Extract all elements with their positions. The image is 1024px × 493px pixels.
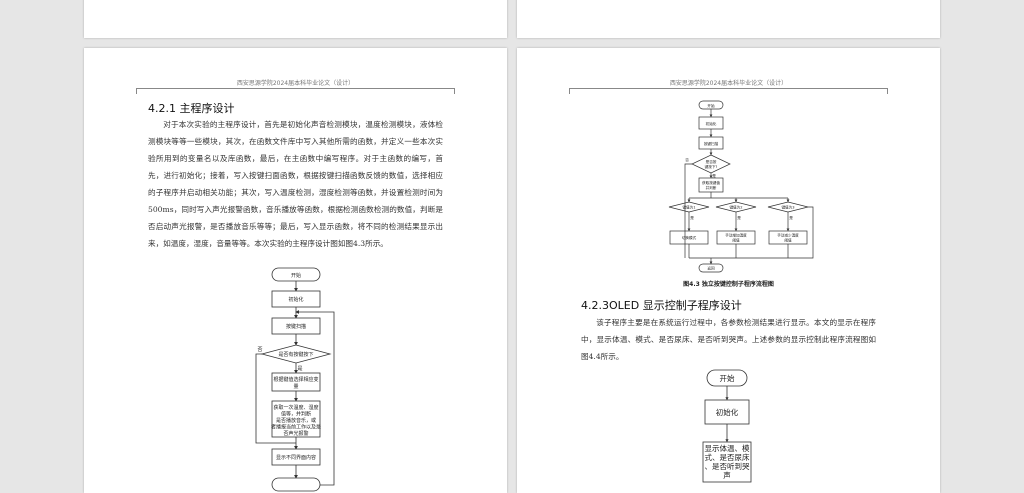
- flow-mode-label: 根据键值选择相应变: [273, 376, 318, 383]
- svg-text:初始化: 初始化: [706, 121, 717, 126]
- key-control-flowchart: 开始 初始化 按键扫描 是否按 键按下? 否 是 获取按键值 并判断 键值为1 …: [668, 100, 814, 483]
- flow-decision-label: 是否有按键按下: [278, 351, 313, 358]
- document-page-right: 西安思源学院2024届本科毕业论文（设计）: [517, 48, 940, 493]
- svg-text:者播报当前工作以及是: 者播报当前工作以及是: [271, 424, 321, 431]
- flow-start-label: 开始: [291, 272, 301, 279]
- svg-text:键值为1: 键值为1: [682, 205, 695, 210]
- main-program-flowchart: 开始 初始化 按键扫描 是否有按键按下 是 否 根据键值选择相应变 量 获取一次…: [255, 267, 335, 492]
- flow-yes-label: 是: [297, 366, 302, 372]
- svg-text:是否按: 是否按: [706, 159, 717, 164]
- svg-text:阈值: 阈值: [732, 238, 740, 243]
- flow-display-label: 显示不同界面内容: [276, 454, 316, 461]
- figure-caption: 图4.3 独立按键控制子程序流程图: [683, 281, 774, 288]
- flow2-start-label: 开始: [707, 103, 715, 108]
- document-page-left: 西安思源学院2024届本科毕业论文（设计） 4.2.1 主程序设计 对于本次实验…: [84, 48, 507, 493]
- flow-detect-label: 获取一次温度、湿度: [273, 404, 318, 411]
- svg-text:是: 是: [690, 215, 694, 220]
- page-header: 西安思源学院2024届本科毕业论文（设计）: [236, 80, 355, 87]
- svg-text:值等，并判断: 值等，并判断: [281, 411, 311, 418]
- svg-text:初始化: 初始化: [716, 407, 739, 417]
- previous-page-left: [84, 0, 507, 38]
- svg-text:键值为2: 键值为2: [729, 205, 742, 210]
- svg-text:手动增加温度: 手动增加温度: [725, 233, 747, 238]
- svg-text:返回: 返回: [707, 266, 715, 271]
- header-rule: [569, 88, 888, 89]
- svg-text:是: 是: [789, 215, 793, 220]
- flow-no-label: 否: [257, 347, 262, 353]
- svg-text:按键扫描: 按键扫描: [704, 141, 719, 146]
- svg-text:显示体温、模: 显示体温、模: [705, 443, 750, 453]
- svg-text:、是否听到哭: 、是否听到哭: [705, 462, 750, 471]
- flow-scan-label: 按键扫描: [286, 323, 306, 330]
- svg-text:切换模式: 切换模式: [682, 235, 697, 240]
- body-paragraph: 该子程序主要是在系统运行过程中，各参数检测结果进行显示。本文的显示在程序中，显示…: [581, 318, 876, 361]
- svg-text:获取按键值: 获取按键值: [702, 180, 720, 185]
- svg-text:键值为3: 键值为3: [781, 205, 794, 210]
- flow-init-label: 初始化: [288, 296, 303, 303]
- svg-text:否声光报警: 否声光报警: [283, 430, 308, 437]
- svg-text:键按下?: 键按下?: [705, 164, 718, 169]
- flow3-start-label: 开始: [720, 373, 735, 383]
- section-title: 4.2.3OLED 显示控制子程序设计: [581, 299, 742, 312]
- header-rule: [136, 88, 455, 89]
- page-header: 西安思源学院2024届本科毕业论文（设计）: [669, 80, 788, 87]
- svg-text:否: 否: [685, 158, 689, 162]
- svg-text:是: 是: [712, 173, 716, 178]
- svg-text:声: 声: [723, 470, 731, 480]
- svg-text:量: 量: [293, 383, 298, 390]
- svg-text:是否播放音乐，或: 是否播放音乐，或: [276, 417, 316, 424]
- section-title: 4.2.1 主程序设计: [148, 102, 235, 115]
- svg-text:手动减少温度: 手动减少温度: [777, 233, 799, 238]
- previous-page-right: [517, 0, 940, 38]
- svg-text:是: 是: [737, 215, 741, 220]
- body-paragraph: 对于本次实验的主程序设计，首先是初始化声音检测模块，温度检测模块，液体检测模块等…: [148, 120, 443, 248]
- svg-text:式、是否尿床: 式、是否尿床: [705, 452, 750, 462]
- svg-text:并判断: 并判断: [706, 185, 717, 190]
- svg-text:阈值: 阈值: [784, 238, 792, 243]
